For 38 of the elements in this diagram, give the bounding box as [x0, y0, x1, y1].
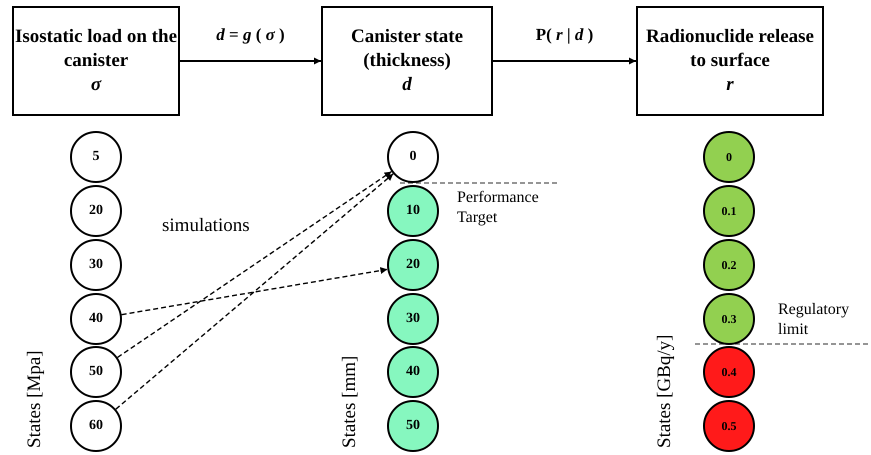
axis-label: States [GBq/y]	[654, 334, 676, 448]
process-box	[636, 6, 824, 116]
arrow	[122, 267, 388, 316]
annotation-text: Performance Target	[457, 188, 540, 228]
box-symbol: d	[402, 73, 412, 97]
state-circle: 20	[387, 239, 439, 291]
state-circle: 60	[70, 400, 122, 452]
state-circle: 10	[387, 185, 439, 237]
axis-label: States [mm]	[339, 356, 361, 448]
state-circle: 50	[387, 400, 439, 452]
state-circle: 50	[70, 346, 122, 398]
arrow	[180, 58, 321, 64]
state-circle: 40	[70, 293, 122, 345]
state-circle: 0	[703, 131, 755, 183]
process-box	[321, 6, 493, 116]
state-circle: 0.3	[703, 293, 755, 345]
state-circle: 0.5	[703, 400, 755, 452]
box-symbol: σ	[90, 73, 102, 97]
edge-label: P( r | d )	[534, 25, 596, 45]
state-circle: 0	[387, 131, 439, 183]
state-circle: 5	[70, 131, 122, 183]
state-circle: 0.4	[703, 346, 755, 398]
state-circle: 0.1	[703, 185, 755, 237]
arrow	[117, 171, 392, 358]
edge-label: d = g ( σ )	[214, 25, 287, 45]
state-circle: 20	[70, 185, 122, 237]
arrow	[493, 58, 636, 64]
box-symbol: r	[726, 73, 734, 97]
box-title: Canister state (thickness)	[350, 25, 464, 73]
axis-label: States [Mpa]	[24, 350, 46, 448]
state-circle: 40	[387, 346, 439, 398]
state-circle: 0.2	[703, 239, 755, 291]
state-circle: 30	[70, 239, 122, 291]
process-box	[12, 6, 180, 116]
state-circle: 30	[387, 293, 439, 345]
arrow	[115, 173, 394, 410]
annotation-text: Regulatory limit	[778, 300, 850, 340]
annotation-text: simulations	[162, 216, 250, 236]
